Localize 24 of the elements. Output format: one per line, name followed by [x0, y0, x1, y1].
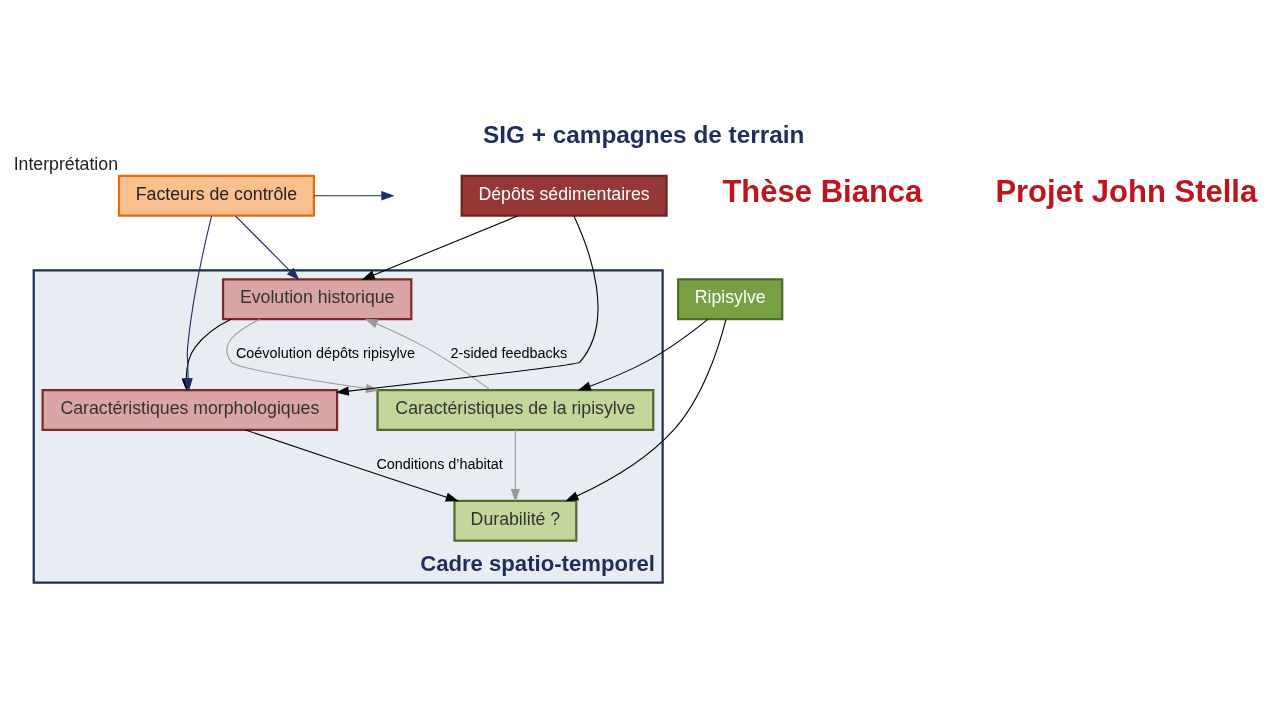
node-label: Interprétation [13, 153, 118, 174]
node-box: Ripisylve [677, 277, 784, 320]
arrow [364, 318, 491, 390]
arrow [226, 318, 380, 393]
node-box: Durabilité ? [453, 499, 578, 542]
node-box: Caractéristiques de la ripisylve [376, 388, 655, 431]
arrow [565, 318, 727, 501]
edge-label: Conditions d’habitat [376, 455, 503, 472]
arrow [577, 318, 709, 391]
edge-label: Coévolution dépôts ripisylve [235, 344, 415, 361]
node-box: Facteurs de contrôle [117, 174, 315, 217]
arrow [234, 214, 300, 280]
arrow [313, 190, 395, 200]
arrow [335, 214, 599, 396]
edge-label: 2-sided feedbacks [450, 344, 568, 361]
arrow [244, 428, 460, 501]
arrow [510, 428, 521, 502]
label: Projet John Stella [995, 173, 1258, 209]
node-box: Dépôts sédimentaires [460, 174, 668, 217]
diagram-title: SIG + campagnes de terrain [483, 120, 805, 148]
arrow [361, 214, 519, 280]
node-box: Evolution historique [221, 277, 413, 320]
node-box: Caractéristiques morphologiques [41, 388, 339, 431]
label: Thèse Bianca [722, 173, 923, 209]
